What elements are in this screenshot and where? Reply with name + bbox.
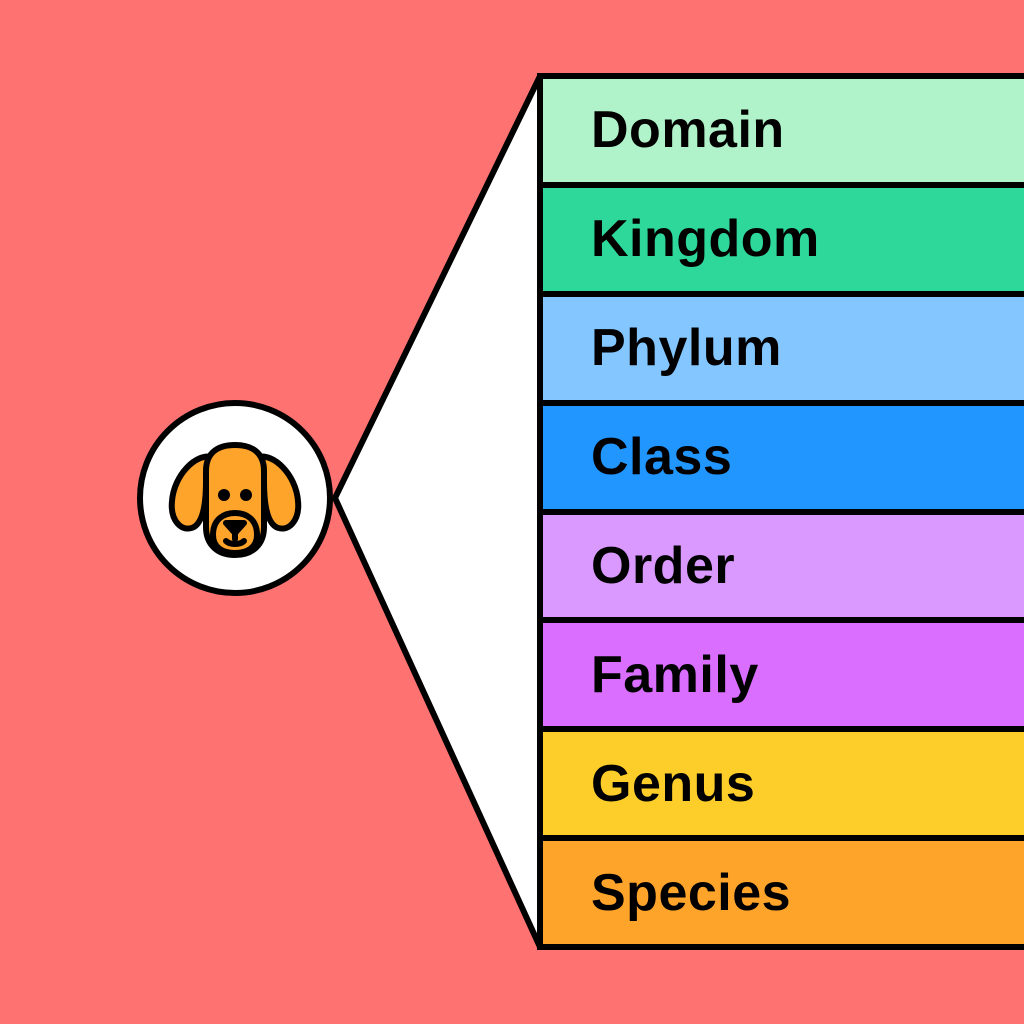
rank-domain: Domain xyxy=(543,79,1024,182)
mouth xyxy=(223,530,247,547)
left-eye xyxy=(218,489,230,501)
rank-kingdom: Kingdom xyxy=(543,181,1024,291)
animal-badge xyxy=(137,400,333,596)
zoom-wedge xyxy=(332,73,543,950)
dog-face-icon xyxy=(168,442,302,558)
rank-species: Species xyxy=(543,835,1024,944)
rank-order: Order xyxy=(543,508,1024,618)
rank-phylum: Phylum xyxy=(543,290,1024,400)
rank-class: Class xyxy=(543,399,1024,509)
taxonomic-rank-list: Domain Kingdom Phylum Class Order Family… xyxy=(537,73,1024,950)
rank-genus: Genus xyxy=(543,726,1024,836)
right-eye xyxy=(240,489,252,501)
rank-family: Family xyxy=(543,617,1024,727)
nose xyxy=(223,520,247,536)
